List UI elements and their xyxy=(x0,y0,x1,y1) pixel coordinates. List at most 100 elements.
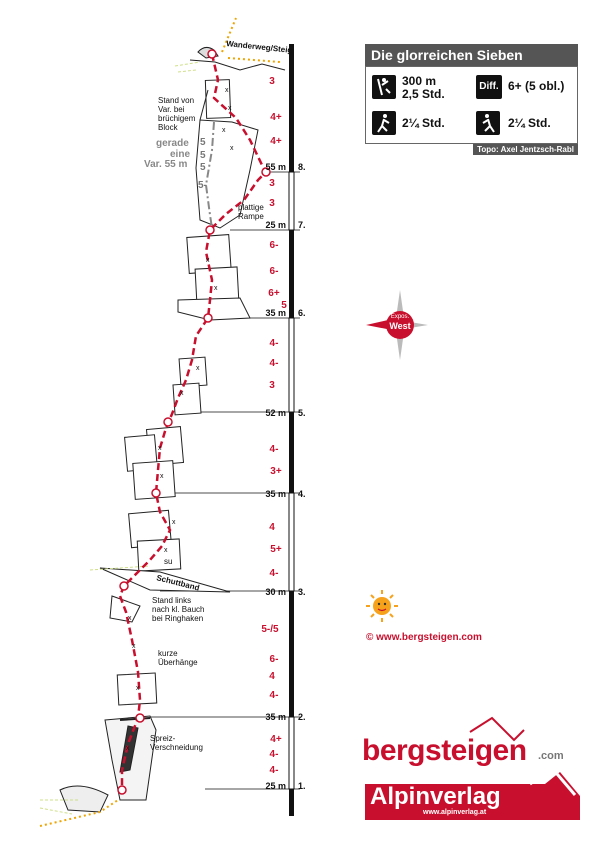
belay-length: 35 m xyxy=(265,489,286,499)
grade: 4+ xyxy=(270,734,282,745)
belay-length: 35 m xyxy=(265,712,286,722)
info-box: Die glorreichen Sieben 300 m 2,5 Std. Di… xyxy=(365,44,578,155)
length-scale xyxy=(288,44,295,816)
variant-grades: 5 5 5 5- xyxy=(198,137,207,191)
approach-time: 2¼ Std. xyxy=(402,116,445,130)
grade: 6- xyxy=(270,240,279,251)
belay-number: 3. xyxy=(298,587,306,597)
svg-text:su: su xyxy=(164,557,172,566)
svg-text:Block: Block xyxy=(158,123,179,132)
belay-number: 2. xyxy=(298,712,306,722)
svg-text:Var. 55 m: Var. 55 m xyxy=(144,159,187,170)
grade: 3 xyxy=(269,178,275,189)
svg-text:x: x xyxy=(180,390,184,397)
belay-length: 35 m xyxy=(265,308,286,318)
route-title: Die glorreichen Sieben xyxy=(365,44,578,66)
belay-numbers: 8. 7. 6. 5. 4. 3. 2. 1. xyxy=(298,162,306,791)
grade: 6- xyxy=(270,654,279,665)
grade: 4+ xyxy=(270,136,282,147)
grade: 3+ xyxy=(270,466,282,477)
svg-text:x: x xyxy=(128,615,132,622)
grade: 4- xyxy=(270,690,279,701)
svg-text:kurze: kurze xyxy=(158,649,178,658)
descent-icon xyxy=(476,111,500,135)
belay-length: 25 m xyxy=(265,220,286,230)
bergsteigen-logo-text: bergsteigen xyxy=(362,734,527,767)
svg-text:x: x xyxy=(132,643,136,650)
variant-grade: 5 xyxy=(200,162,206,173)
sun-icon xyxy=(366,590,398,622)
belay-number: 4. xyxy=(298,489,306,499)
alpinverlag-url: www.alpinverlag.at xyxy=(423,809,487,816)
variant-grade: 5- xyxy=(198,180,207,191)
grade: 4+ xyxy=(270,112,282,123)
belay-number: 7. xyxy=(298,220,306,230)
rock-features xyxy=(39,46,286,815)
belay-number: 6. xyxy=(298,308,306,318)
grade: 4 xyxy=(269,671,275,682)
bolt-markers: xx xx xx xx xx xx xx xx xyxy=(126,87,234,752)
belay-length: 25 m xyxy=(265,781,286,791)
svg-text:Stand links: Stand links xyxy=(152,596,191,605)
svg-text:x: x xyxy=(196,365,200,372)
grade: 3 xyxy=(269,76,275,87)
difficulty-value: 6+ (5 obl.) xyxy=(508,79,565,93)
alpinverlag-logo: Alpinverlag www.alpinverlag.at xyxy=(365,783,580,820)
climber-icon xyxy=(372,75,396,99)
svg-text:gerade: gerade xyxy=(156,138,189,149)
grade: 5 xyxy=(281,300,287,311)
pitch-grades: 3 4+ 4+ 3 3 6- 6- 6+ 5 4- 4- 3 4- 3+ 4 5… xyxy=(261,76,287,776)
svg-text:x: x xyxy=(206,257,210,264)
svg-text:Rampe: Rampe xyxy=(238,212,264,221)
approach-icon xyxy=(372,111,396,135)
grade: 5-/5 xyxy=(261,624,279,635)
main-route xyxy=(118,53,268,790)
descent-time: 2¼ Std. xyxy=(508,116,551,130)
approach-paths xyxy=(39,17,281,827)
grade: 5+ xyxy=(270,544,282,555)
svg-text:x: x xyxy=(214,285,218,292)
climb-time: 2,5 Std. xyxy=(402,87,445,101)
svg-text:x: x xyxy=(160,473,164,480)
copyright-link[interactable]: © www.bergsteigen.com xyxy=(366,632,482,643)
belay-number: 1. xyxy=(298,781,306,791)
svg-text:eine: eine xyxy=(170,149,190,160)
exposure-value: West xyxy=(389,321,410,331)
belay-length: 30 m xyxy=(265,587,286,597)
route-length: 300 m xyxy=(402,74,437,88)
bergsteigen-logo: bergsteigen .com xyxy=(362,728,582,776)
exposure-label: Expos. xyxy=(391,314,410,320)
grade: 3 xyxy=(269,198,275,209)
svg-text:Spreiz-: Spreiz- xyxy=(150,734,176,743)
svg-text:x: x xyxy=(230,145,234,152)
svg-text:Var. bei: Var. bei xyxy=(158,105,185,114)
svg-text:Überhänge: Überhänge xyxy=(158,658,198,667)
svg-text:x: x xyxy=(225,87,229,94)
bergsteigen-logo-suffix: .com xyxy=(538,750,564,762)
top-trail-label: Wanderweg/Steig xyxy=(226,39,293,55)
compass-icon: Expos. West xyxy=(366,290,428,360)
grade: 4- xyxy=(270,749,279,760)
belay-lengths: 55 m 25 m 35 m 52 m 35 m 30 m 35 m 25 m xyxy=(265,162,286,791)
svg-text:plattige: plattige xyxy=(238,203,264,212)
variant-grade: 5 xyxy=(200,137,206,148)
diff-icon: Diff. xyxy=(476,75,502,99)
belay-length: 55 m xyxy=(265,162,286,172)
svg-text:x: x xyxy=(126,745,130,752)
alpinverlag-banner xyxy=(365,716,580,820)
grade: 4- xyxy=(270,444,279,455)
svg-text:bei Ringhaken: bei Ringhaken xyxy=(152,614,203,623)
grade: 6- xyxy=(270,266,279,277)
svg-text:x: x xyxy=(136,685,140,692)
grade: 4- xyxy=(270,568,279,579)
svg-text:x: x xyxy=(164,547,168,554)
grade: 3 xyxy=(269,380,275,391)
svg-text:Verschneidung: Verschneidung xyxy=(150,743,203,752)
belay-number: 5. xyxy=(298,408,306,418)
alpinverlag-logo-text: Alpinverlag xyxy=(370,783,501,810)
svg-text:Stand von: Stand von xyxy=(158,96,194,105)
svg-text:x: x xyxy=(172,519,176,526)
belay-number: 8. xyxy=(298,162,306,172)
belay-length: 52 m xyxy=(265,408,286,418)
